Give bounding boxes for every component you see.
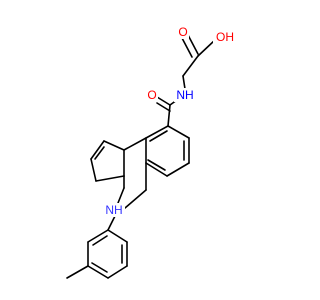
atom-o-amide: O	[146, 88, 158, 102]
molecule-diagram: O OH O NH NH	[66, 25, 237, 279]
atom-oh-acid: OH	[213, 30, 237, 44]
bond-cp-c1-c2-inner	[94, 146, 105, 160]
bond-cp-c3-c3a	[95, 175, 125, 182]
atom-nh-ring: NH	[103, 203, 125, 217]
bond-tolyl-6-inner	[92, 235, 108, 246]
bond-chain-c1	[182, 55, 199, 77]
atom-nh-ring-label: NH	[105, 203, 122, 217]
bond-amide-co-double-a	[156, 96, 171, 106]
bond-thq-c4-n	[117, 187, 125, 204]
bond-thq-n-c8a	[124, 189, 147, 209]
bond-cp-c1-c2	[90, 140, 105, 160]
bond-benzo-6	[145, 125, 169, 139]
atom-label-layer: O OH O NH NH	[103, 25, 237, 217]
bond-layer	[66, 34, 216, 279]
bond-tolyl-4	[87, 265, 109, 279]
bond-tolyl-3	[107, 265, 128, 279]
atom-o-amide-label: O	[147, 88, 156, 102]
atom-nh-amide: NH	[174, 88, 196, 102]
bond-methyl	[66, 265, 89, 279]
bond-benzo-3	[166, 162, 190, 177]
bond-tolyl-4-inner	[91, 262, 108, 273]
atom-nh-amide-label: NH	[176, 88, 193, 102]
bond-benzo-6-inner	[149, 130, 168, 142]
bond-amide-co-double-b	[156, 102, 171, 112]
atom-oh-acid-label: OH	[216, 30, 234, 44]
bond-acid-c-oh	[197, 39, 216, 57]
bond-cp-c9b-c1	[103, 140, 125, 151]
bond-tolyl-1	[107, 229, 128, 243]
bond-tolyl-6	[87, 229, 109, 243]
bond-thq-c4a-c9b	[123, 137, 147, 151]
bond-benzo-1	[167, 125, 190, 139]
bond-benzo-4	[145, 162, 168, 177]
bond-cp-c2-c3	[90, 158, 97, 182]
atom-o-carbonyl-acid: O	[177, 25, 189, 39]
bond-amide-c-ring	[167, 104, 171, 127]
bond-chain-c2	[182, 75, 186, 90]
structure-drawing: O OH O NH NH	[66, 25, 237, 279]
bond-acid-co-double-a	[181, 37, 193, 58]
bond-acid-co-double-b	[187, 34, 199, 55]
atom-o-carbonyl-acid-label: O	[178, 25, 187, 39]
bond-benzo-4-inner	[147, 159, 166, 171]
